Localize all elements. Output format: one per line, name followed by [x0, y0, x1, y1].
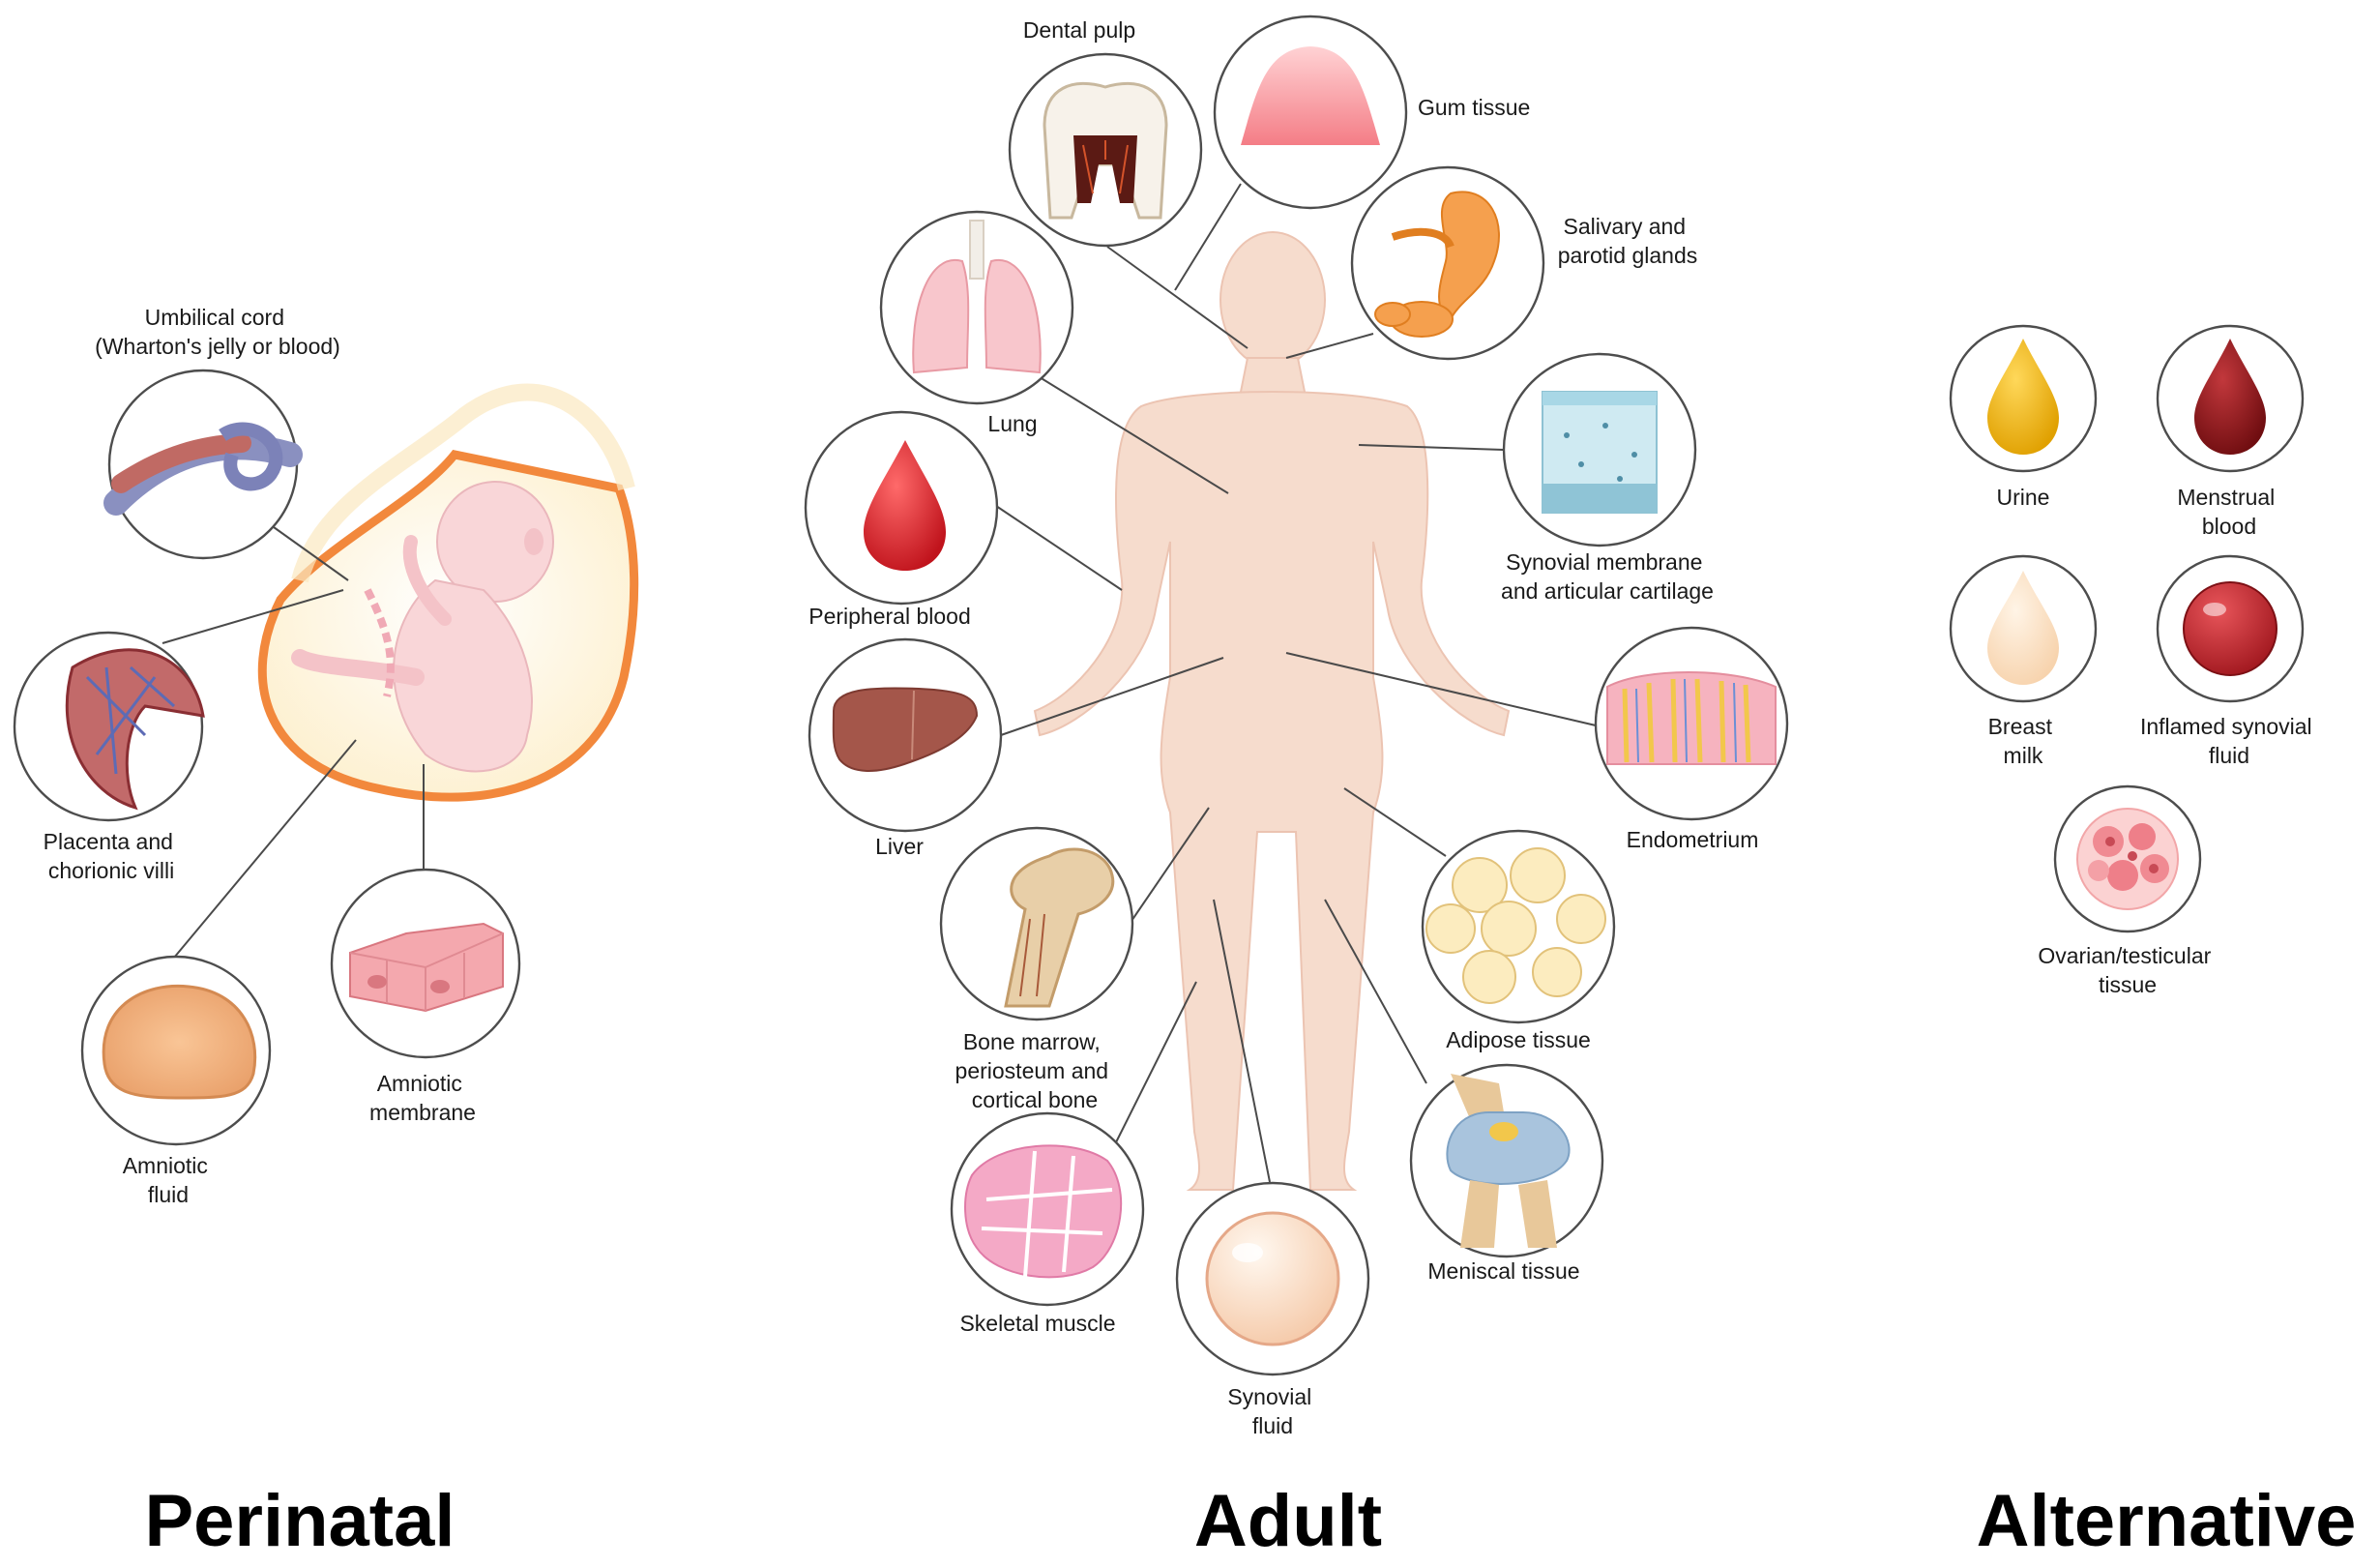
- urine-label: Urine: [1997, 485, 2050, 510]
- liver-label: Liver: [875, 834, 924, 859]
- milk-drop-icon: [1987, 571, 2059, 685]
- synovial-membrane-node: [1502, 352, 1697, 547]
- gum-tissue-label: Gum tissue: [1418, 95, 1530, 120]
- endometrium-node: [1594, 626, 1789, 821]
- lung-node: [879, 210, 1074, 405]
- breast-milk-node: [1949, 554, 2098, 703]
- umbilical-cord-node: [103, 369, 303, 560]
- urine-node: [1949, 324, 2098, 473]
- inflamed-synovial-node: [2156, 554, 2305, 703]
- gum-tissue-node: [1213, 15, 1408, 210]
- dental-pulp-label: Dental pulp: [1023, 17, 1135, 43]
- menstrual-drop-icon: [2194, 339, 2266, 455]
- liver-icon: [832, 687, 979, 772]
- amniotic-membrane-node: [330, 868, 521, 1059]
- salivary-label: Salivary and parotid glands: [1558, 214, 1698, 268]
- perinatal-section: Umbilical cord (Wharton's jelly or blood…: [13, 305, 639, 1562]
- urine-drop-icon: [1987, 339, 2059, 455]
- meniscal-node: [1409, 1063, 1604, 1258]
- adipose-cells-icon: [1425, 847, 1606, 1004]
- amniotic-membrane-cells-icon: [349, 922, 504, 1013]
- endometrium-icon: [1606, 671, 1777, 765]
- placenta-node: [13, 631, 205, 822]
- salivary-gland-icon: [1374, 191, 1500, 338]
- heading-alternative: Alternative: [1977, 1480, 2357, 1562]
- cartilage-icon: [1542, 391, 1658, 514]
- muscle-icon: [964, 1144, 1123, 1279]
- amniotic-fluid-node: [80, 955, 272, 1146]
- inflamed-synovial-label: Inflamed synovial fluid: [2140, 714, 2318, 768]
- endometrium-label: Endometrium: [1627, 827, 1759, 852]
- peripheral-blood-label: Peripheral blood: [808, 604, 971, 629]
- leader-umbilical-cord: [266, 521, 349, 581]
- synovial-membrane-label: Synovial membrane and articular cartilag…: [1501, 549, 1714, 604]
- fetus-illustration: [257, 383, 639, 802]
- skeletal-muscle-label: Skeletal muscle: [959, 1311, 1115, 1336]
- bone-marrow-label: Bone marrow, periosteum and cortical bon…: [955, 1029, 1115, 1112]
- menstrual-blood-node: [2156, 324, 2305, 473]
- placenta-icon: [65, 648, 205, 811]
- adipose-label: Adipose tissue: [1446, 1027, 1591, 1052]
- leader-amniotic-fluid: [173, 739, 357, 959]
- leader-placenta: [162, 589, 344, 644]
- ovarian-label: Ovarian/testicular tissue: [2038, 943, 2217, 997]
- fluid-sphere-icon: [1205, 1211, 1340, 1346]
- umbilical-cord-label: Umbilical cord (Wharton's jelly or blood…: [95, 305, 340, 359]
- inflamed-fluid-icon: [2183, 581, 2277, 676]
- skeletal-muscle-node: [950, 1111, 1145, 1307]
- adult-section: Dental pulp Gum tissue Salivary and paro…: [804, 15, 1789, 1562]
- meniscal-label: Meniscal tissue: [1427, 1258, 1579, 1284]
- peripheral-blood-node: [804, 410, 999, 606]
- heading-adult: Adult: [1194, 1480, 1382, 1562]
- adult-leader-lines: [995, 183, 1597, 1183]
- lung-icon: [912, 220, 1042, 374]
- lung-label: Lung: [987, 411, 1037, 436]
- amniotic-fluid-label: Amniotic fluid: [123, 1153, 215, 1207]
- ovarian-node: [2053, 784, 2202, 933]
- bone-marrow-node: [939, 826, 1134, 1021]
- umbilical-cord-icon: [103, 422, 303, 516]
- dental-pulp-node: [1008, 52, 1203, 248]
- tooth-icon: [1043, 81, 1168, 220]
- synovial-fluid-label: Synovial fluid: [1227, 1384, 1317, 1438]
- amniotic-fluid-icon: [102, 984, 257, 1100]
- heading-perinatal: Perinatal: [144, 1480, 455, 1562]
- adipose-node: [1421, 829, 1616, 1024]
- ovarian-cells-icon: [2076, 808, 2179, 910]
- breast-milk-label: Breast milk: [1988, 714, 2059, 768]
- liver-node: [808, 637, 1003, 833]
- knee-meniscus-icon: [1446, 1074, 1571, 1248]
- placenta-label: Placenta and chorionic villi: [44, 829, 180, 883]
- salivary-gland-node: [1350, 165, 1545, 361]
- menstrual-blood-label: Menstrual blood: [2177, 485, 2280, 539]
- bone-icon: [1004, 847, 1115, 1008]
- blood-drop-icon: [864, 440, 946, 571]
- amniotic-membrane-label: Amniotic membrane: [369, 1071, 476, 1125]
- synovial-fluid-node: [1175, 1181, 1370, 1376]
- alternative-section: Urine Menstrual blood Breast milk Inflam…: [1949, 324, 2357, 1562]
- gum-tissue-icon: [1241, 46, 1380, 145]
- human-body-illustration: [1033, 231, 1511, 1191]
